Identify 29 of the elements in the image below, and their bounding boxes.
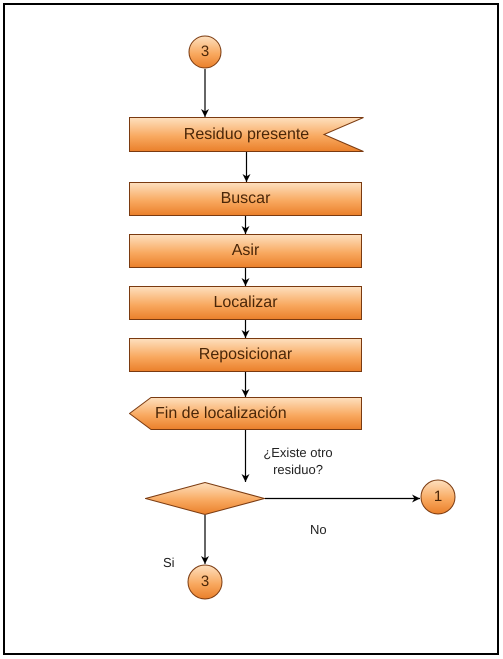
arrow [242,152,250,182]
connector-circle [188,35,222,69]
node-label: Asir [232,241,260,261]
arrow [242,320,250,338]
process-box [129,234,362,268]
node-label: Fin de localización [155,404,287,424]
connector-circle [187,564,223,600]
arrow [201,515,209,564]
arrow [242,216,250,234]
decision-diamond [145,482,265,515]
arrow [242,430,250,482]
arrow [201,69,209,117]
flag-box [129,117,364,152]
arrow [242,372,250,397]
pointed-box [129,397,362,430]
node-label: Buscar [220,189,270,209]
question-text: ¿Existe otro residuo? [262,444,334,478]
node-label: 3 [200,42,210,62]
node-label: Residuo presente [184,124,310,144]
process-box [129,338,362,372]
process-box [129,286,362,320]
node-label: Reposicionar [198,345,292,365]
node-label: Localizar [213,293,278,313]
node-label: 3 [200,572,210,592]
node-label: 1 [434,486,442,507]
arrow [265,494,420,502]
connector-circle [420,479,456,515]
process-box [129,182,362,216]
arrow [242,268,250,286]
